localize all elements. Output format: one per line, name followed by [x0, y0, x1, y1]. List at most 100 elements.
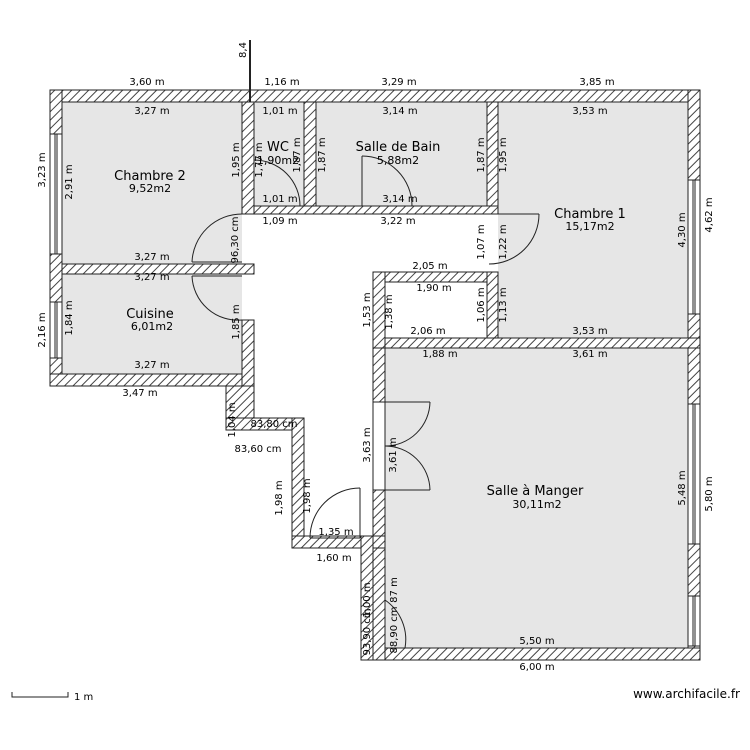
dim-cor-b: 83,80 cm	[250, 419, 297, 430]
door-wc	[253, 159, 301, 207]
scale-label: 1 m	[74, 692, 93, 703]
scale-bar: 1 m	[11, 692, 93, 703]
dim-c1-d4: 1,13 m	[498, 287, 509, 322]
door-cuisine	[191, 275, 243, 321]
door-chambre2	[191, 213, 243, 263]
chambre1-area: 15,17m2	[565, 220, 614, 233]
dim-cor-a: 1,04 m	[227, 402, 238, 437]
dim-c1-d3: 1,06 m	[476, 287, 487, 322]
dim-sdb-bot: 3,14 m	[382, 194, 417, 205]
dim-c2-ext: 3,23 m	[37, 152, 48, 187]
dim-sdb-top: 3,14 m	[382, 106, 417, 117]
dim-cu-ext-side: 2,16 m	[37, 312, 48, 347]
wc-area: 1,90m2	[257, 154, 299, 167]
window-salle-1	[687, 403, 701, 545]
dim-wc-ext: 1,09 m	[262, 216, 297, 227]
dim-cu-side: 1,84 m	[64, 300, 75, 335]
dim-cor-i: 88,90 cm	[389, 606, 400, 653]
door-chambre1	[488, 213, 540, 265]
doors	[191, 155, 540, 649]
window-chambre1	[687, 179, 701, 315]
chambre2-name: Chambre 2	[114, 169, 186, 184]
dim-sm-ext-bot: 6,00 m	[519, 662, 554, 673]
dim-c1-ext: 4,62 m	[704, 197, 715, 232]
dimension-labels: 3,60 m 1,16 m 3,29 m 3,85 m 3,27 m 1,01 …	[122, 77, 614, 673]
dim-top-a: 3,60 m	[129, 77, 164, 88]
salle-name: Salle à Manger	[487, 484, 584, 499]
dim-sm-top-b: 3,61 m	[572, 349, 607, 360]
dim-c1-bot: 3,53 m	[572, 326, 607, 337]
dim-hall-e: 1,38 m	[384, 294, 395, 329]
dim-c1-l: 1,95 m	[498, 137, 509, 172]
dim-c2-right: 1,95 m	[231, 142, 242, 177]
dim-sm-side: 5,48 m	[677, 470, 688, 505]
chambre1-name: Chambre 1	[554, 207, 626, 222]
dim-cu-right: 1,85 m	[231, 304, 242, 339]
window-salle-2	[687, 595, 701, 647]
door-salle	[372, 401, 431, 491]
sdb-floor	[316, 102, 487, 206]
dim-cor-g: 1,60 m	[316, 553, 351, 564]
dim-sm-top-a: 1,88 m	[422, 349, 457, 360]
sdb-name: Salle de Bain	[356, 140, 441, 155]
dim-wc-l: 1,77 m	[254, 142, 265, 177]
window-chambre2	[49, 133, 63, 255]
dim-sdb-l: 1,87 m	[317, 137, 328, 172]
dim-cor-e: 1,98 m	[302, 478, 313, 513]
cuisine-name: Cuisine	[126, 307, 174, 322]
room-floors	[62, 102, 688, 648]
dim-top-b: 1,16 m	[264, 77, 299, 88]
dim-c1-d2: 1,22 m	[498, 224, 509, 259]
chambre1-floor	[498, 102, 688, 338]
dim-cor-h: 93,90 cm	[362, 608, 373, 655]
dim-sm-l2: 3,61 m	[388, 437, 399, 472]
dim-wc-top: 1,01 m	[262, 106, 297, 117]
dim-c2-bot: 3,27 m	[134, 252, 169, 263]
dim-sdb-ext: 3,22 m	[380, 216, 415, 227]
wc-floor	[254, 102, 304, 206]
door-corridor	[309, 487, 361, 539]
dim-sm-l1: 3,63 m	[362, 427, 373, 462]
dim-hall-c: 2,06 m	[410, 326, 445, 337]
dim-c2-top: 3,27 m	[134, 106, 169, 117]
windows	[49, 133, 701, 647]
dim-sm-bot: 5,50 m	[519, 636, 554, 647]
hall-floor	[385, 282, 487, 338]
dim-cor-d: 1,98 m	[274, 480, 285, 515]
dim-hall-a: 2,05 m	[412, 261, 447, 272]
dim-hall-d: 1,53 m	[362, 292, 373, 327]
dim-top-d: 3,85 m	[579, 77, 614, 88]
dim-cor-c: 83,60 cm	[234, 444, 281, 455]
watermark: www.archifacile.fr	[633, 687, 740, 701]
chambre2-area: 9,52m2	[129, 182, 171, 195]
sdb-area: 5,88m2	[377, 154, 419, 167]
dim-top-c: 3,29 m	[381, 77, 416, 88]
salle-floor	[385, 348, 688, 648]
door-bottom	[384, 599, 407, 649]
dim-wc-bot: 1,01 m	[262, 194, 297, 205]
dim-cu-top: 3,27 m	[134, 272, 169, 283]
dim-sdb-r: 1,87 m	[476, 137, 487, 172]
dim-cu-bot: 3,27 m	[134, 360, 169, 371]
salle-area: 30,11m2	[512, 498, 561, 511]
dim-c1-d1: 1,07 m	[476, 224, 487, 259]
dim-cor-j: 1,00 m	[362, 582, 373, 617]
dim-cor-k: 87 m	[389, 577, 400, 603]
wc-name: WC	[267, 140, 289, 155]
room-labels: Chambre 2 9,52m2 WC 1,90m2 Salle de Bain…	[114, 140, 626, 511]
window-cuisine	[49, 301, 63, 359]
dim-sm-ext: 5,80 m	[704, 476, 715, 511]
dim-c1-top: 3,53 m	[572, 106, 607, 117]
dim-c1-side: 4,30 m	[677, 212, 688, 247]
dim-c2-side: 2,91 m	[64, 164, 75, 199]
dim-wc-r: 1,87 m	[292, 137, 303, 172]
dim-cor-f: 1,35 m	[318, 527, 353, 538]
dim-tick: 8,4	[238, 42, 249, 58]
cuisine-floor	[62, 274, 242, 374]
dim-cu-ext: 3,47 m	[122, 388, 157, 399]
dim-door-c2: 96,30 cm	[230, 216, 241, 263]
chambre2-floor	[62, 102, 242, 264]
vertical-dimension-labels: 3,23 m 2,91 m 1,95 m 1,77 m 1,87 m 1,87 …	[37, 42, 715, 655]
